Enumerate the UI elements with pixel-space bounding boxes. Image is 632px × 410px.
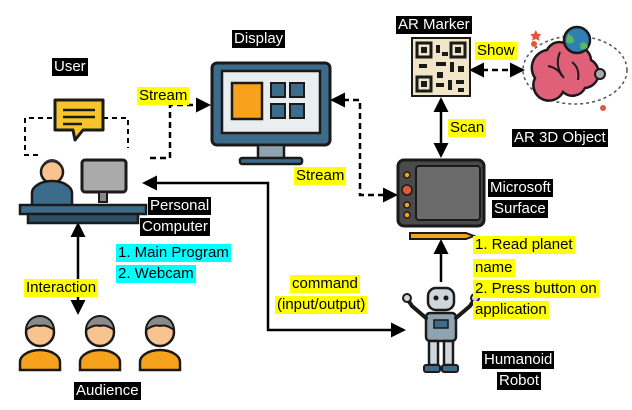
program-line2: 2. Webcam: [116, 265, 196, 283]
monitor-icon: [210, 61, 332, 166]
edge-label-interaction: Interaction: [24, 279, 99, 297]
user-label: User: [52, 58, 88, 76]
user-bracket-decoration-right: [103, 117, 129, 148]
edge-label-command-line1: command: [290, 275, 360, 293]
edge-label-show: Show: [475, 42, 517, 60]
edge-label-stream-surface: Stream: [294, 167, 347, 185]
surface-task-line1: 1. Read planet: [473, 236, 575, 254]
tablet-icon: [396, 158, 486, 240]
robot-label-line1: Humanoid: [482, 351, 555, 369]
brain-planets-icon: [522, 25, 628, 111]
audience-label: Audience: [74, 382, 141, 400]
display-surface-stream-connector: [330, 92, 398, 203]
audience-person-2: [78, 315, 122, 372]
edge-label-command-line2: (input/output): [275, 296, 368, 314]
qr-marker-icon: [411, 37, 471, 97]
ar-object-label: AR 3D Object: [512, 129, 608, 147]
audience-person-1: [18, 315, 62, 372]
edge-label-scan: Scan: [448, 119, 487, 137]
user-display-stream-connector: [150, 97, 211, 160]
robot-label-line2: Robot: [497, 372, 542, 390]
edge-label-stream-display: Stream: [137, 87, 190, 105]
people-icon: [18, 315, 182, 372]
program-line1: 1. Main Program: [116, 244, 231, 262]
surface-label-line2: Surface: [492, 200, 548, 218]
audience-person-3: [138, 315, 182, 372]
ar-marker-label: AR Marker: [396, 16, 472, 34]
user-bracket-decoration: [24, 117, 53, 156]
robot-icon: [402, 286, 480, 373]
surface-task-line4: application: [473, 301, 549, 319]
computer-label-line1: Personal: [148, 197, 212, 215]
display-label: Display: [232, 30, 286, 48]
surface-task-line3: 2. Press button on: [473, 280, 599, 298]
surface-label-line1: Microsoft: [488, 179, 553, 197]
computer-label-line2: Computer: [140, 218, 210, 236]
surface-task-line2: name: [473, 259, 515, 277]
computer-robot-command-connector: [142, 175, 406, 338]
user-at-desk-icon: [18, 98, 148, 225]
